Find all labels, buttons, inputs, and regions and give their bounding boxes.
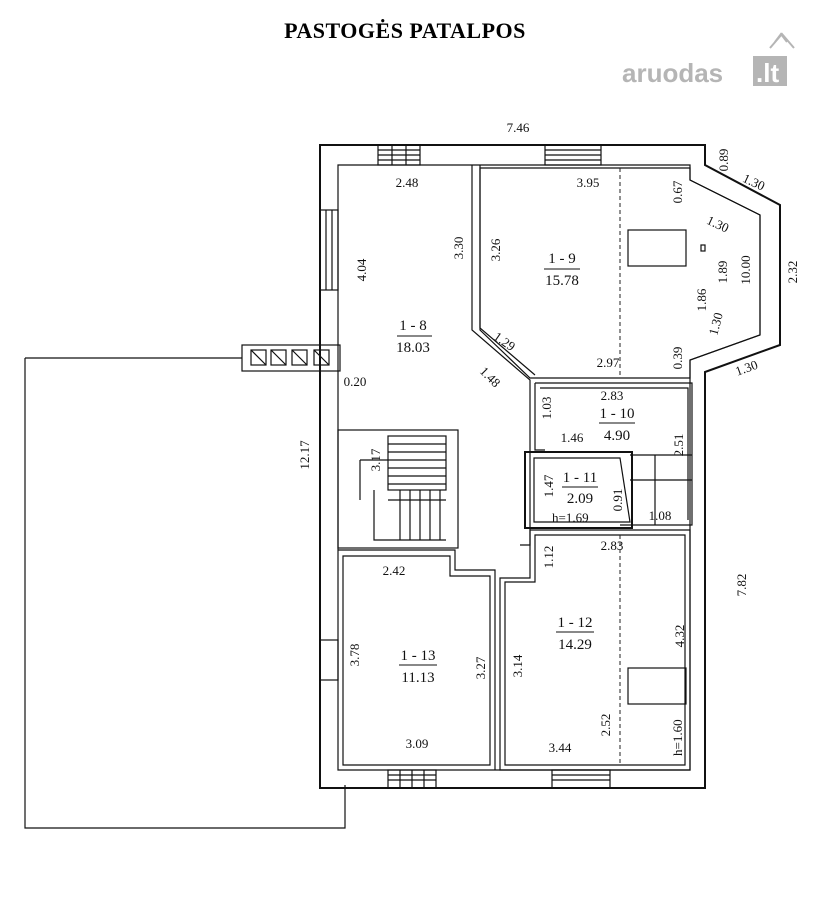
dim-r8-left: 4.04 — [354, 258, 369, 281]
room-label-1-10: 1 - 10 4.90 — [599, 406, 635, 444]
window-left-lower — [319, 639, 339, 681]
svg-text:18.03: 18.03 — [396, 340, 430, 356]
dim-r12-left: 3.14 — [510, 654, 525, 677]
dim-r13-left: 3.78 — [347, 644, 362, 667]
dim-bay-089: 0.89 — [716, 149, 731, 172]
svg-text:1 - 9: 1 - 9 — [548, 251, 576, 267]
svg-text:1 - 13: 1 - 13 — [401, 648, 436, 664]
dim-right-total: 7.82 — [734, 574, 749, 597]
dim-stair: 3.17 — [368, 448, 383, 471]
dim-r8-top: 2.48 — [396, 175, 419, 190]
svg-text:1 - 11: 1 - 11 — [563, 470, 597, 486]
room-1-9-walls — [479, 167, 761, 379]
dim-bay-130-a: 1.30 — [740, 170, 767, 193]
dim-r9-d186: 1.86 — [694, 288, 709, 311]
dim-r13-top: 2.42 — [383, 563, 406, 578]
room-label-1-12: 1 - 12 14.29 — [556, 615, 594, 653]
dim-r9-d189: 1.89 — [715, 261, 730, 284]
room-label-1-9: 1 - 9 15.78 — [544, 251, 580, 289]
dim-r12-dash: 2.52 — [598, 714, 613, 737]
window-top-left — [377, 144, 421, 166]
watermark-brand: aruodas — [622, 58, 723, 88]
dim-r9-d039: 0.39 — [670, 347, 685, 370]
dim-r10-diag: 1.46 — [561, 430, 584, 445]
staircase — [337, 429, 459, 549]
dim-r11-bottom: 1.08 — [649, 508, 672, 523]
plan-title: PASTOGĖS PATALPOS — [284, 18, 526, 43]
dim-bay-1000: 10.00 — [738, 255, 753, 284]
dim-r9-d067: 0.67 — [670, 180, 685, 203]
dim-r13-right: 3.27 — [473, 656, 488, 679]
window-left — [319, 209, 339, 291]
dim-r11-right: 0.91 — [610, 489, 625, 512]
dim-r8-wall: 0.20 — [344, 374, 367, 389]
room-1-10-walls — [534, 382, 693, 526]
svg-text:15.78: 15.78 — [545, 273, 579, 289]
dim-r9-bottom: 2.97 — [597, 355, 620, 370]
dim-r10-right: 2.51 — [671, 434, 686, 457]
dim-r12-right: 4.32 — [672, 625, 687, 648]
dim-r12-left-top: 1.12 — [541, 546, 556, 569]
dim-bay-232: 2.32 — [785, 261, 800, 284]
watermark-suffix: .lt — [756, 58, 779, 88]
window-bottom-right — [551, 769, 611, 789]
room-1-13-walls — [338, 549, 496, 770]
dim-r11-left: 1.47 — [541, 474, 556, 497]
window-bottom-left — [387, 769, 437, 789]
svg-text:1 - 12: 1 - 12 — [558, 615, 593, 631]
dim-r12-top: 2.83 — [601, 538, 624, 553]
window-top-right — [544, 144, 602, 166]
dim-r8-diag: 1.48 — [477, 363, 504, 390]
dim-r12-bottom: 3.44 — [549, 740, 572, 755]
svg-text:1 - 8: 1 - 8 — [399, 318, 427, 334]
room-1-12-fixture — [627, 667, 687, 705]
dim-r10-left: 1.03 — [539, 397, 554, 420]
room-label-1-11: 1 - 11 2.09 — [562, 470, 598, 507]
dim-r13-bottom: 3.09 — [406, 736, 429, 751]
dim-bay-130-c: 1.30 — [705, 311, 725, 337]
chimney — [241, 344, 341, 372]
outer-wall — [319, 144, 781, 789]
svg-text:11.13: 11.13 — [401, 670, 434, 686]
svg-text:1 - 10: 1 - 10 — [600, 406, 635, 422]
dim-top-total: 7.46 — [507, 120, 530, 135]
room-1-9-fixture — [627, 229, 687, 267]
room-1-12-walls — [499, 529, 691, 771]
watermark-badge — [753, 56, 787, 86]
svg-text:2.09: 2.09 — [567, 491, 593, 507]
dim-bay-130-d: 1.30 — [733, 357, 760, 379]
terrace-outline — [24, 357, 346, 829]
room-label-1-8: 1 - 8 18.03 — [396, 318, 432, 356]
dim-r9-top: 3.95 — [577, 175, 600, 190]
dim-bay-130-b: 1.30 — [704, 212, 731, 235]
watermark-logo: aruodas .lt — [622, 32, 795, 88]
dim-left-total: 12.17 — [297, 440, 312, 470]
house-icon — [769, 32, 795, 49]
room-1-11-walls — [524, 451, 633, 529]
room-label-1-13: 1 - 13 11.13 — [399, 648, 437, 686]
dim-r10-top: 2.83 — [601, 388, 624, 403]
room-1-8-walls — [471, 165, 531, 546]
dim-r8-right: 3.30 — [451, 237, 466, 260]
room-1-11-height: h=1.69 — [552, 510, 589, 525]
dim-r9-left: 3.26 — [488, 238, 503, 261]
room-1-12-height: h=1.60 — [670, 719, 685, 756]
svg-text:4.90: 4.90 — [604, 428, 630, 444]
svg-text:14.29: 14.29 — [558, 637, 592, 653]
